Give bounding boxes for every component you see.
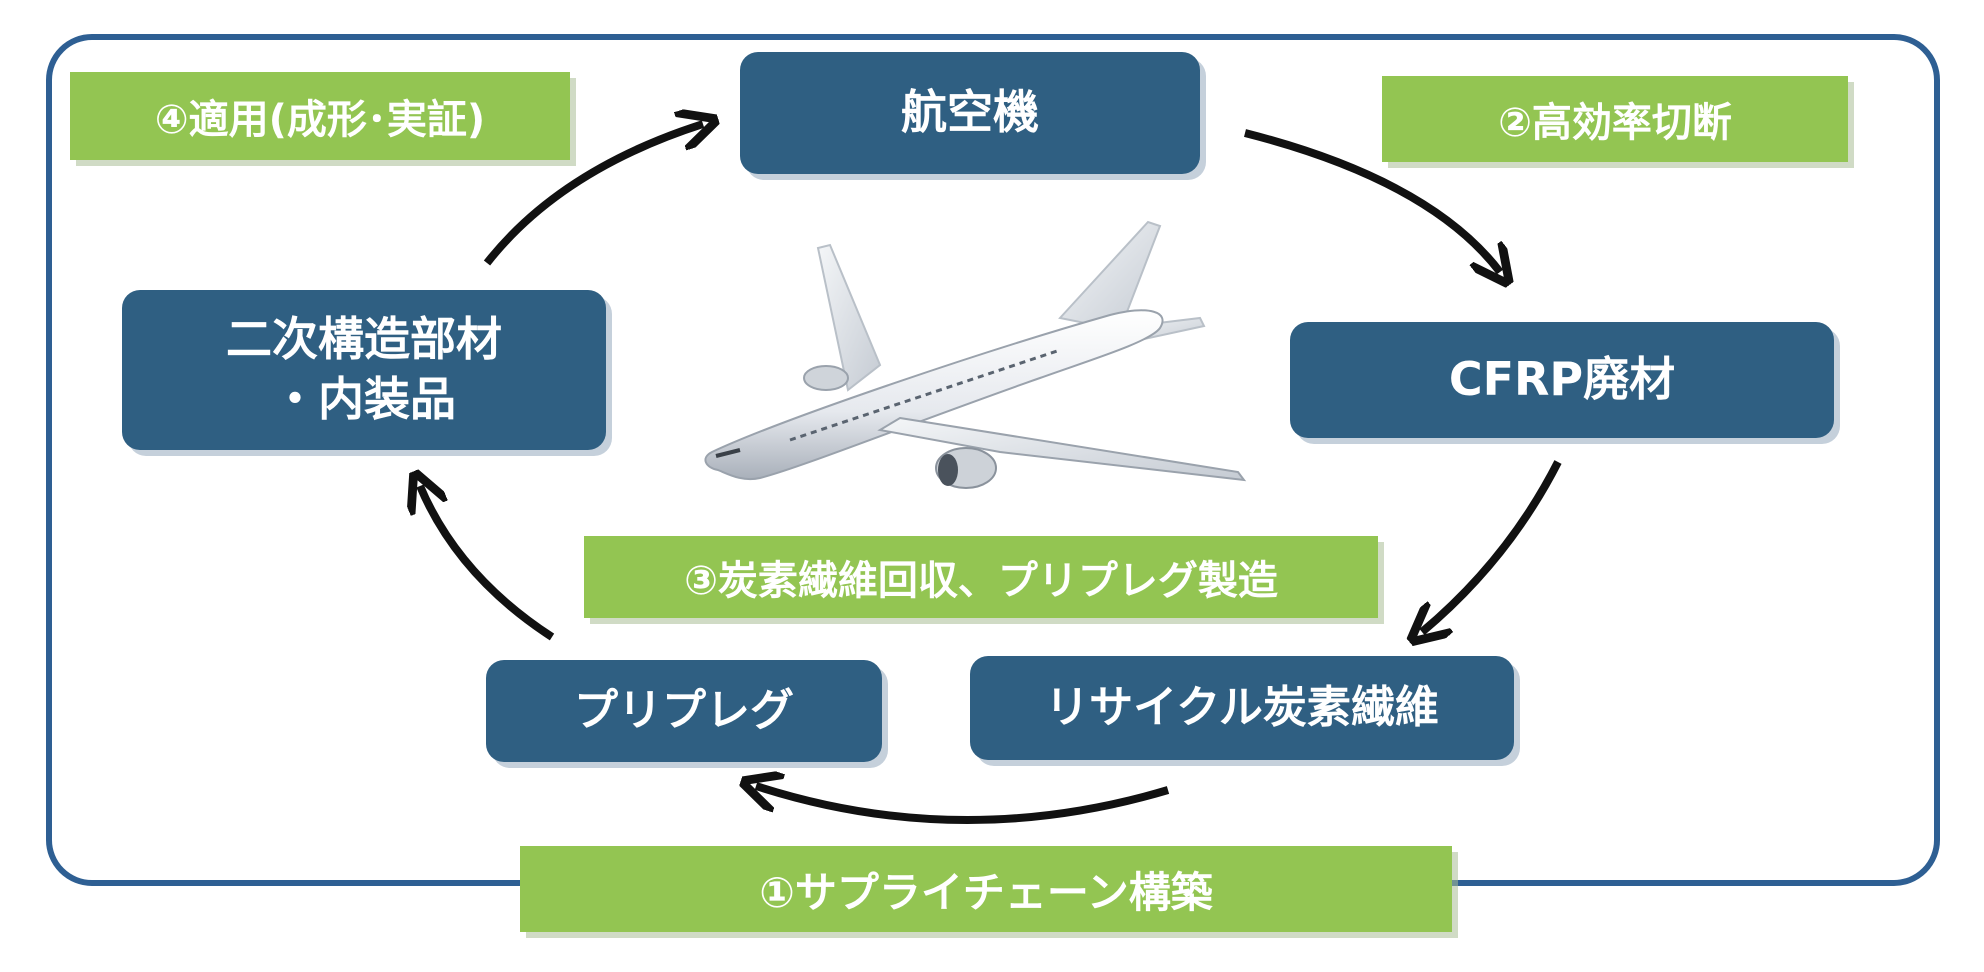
node-recycled-fiber: リサイクル炭素繊維 <box>970 656 1514 760</box>
far-wing <box>816 243 882 392</box>
label-step2-text: ②高効率切断 <box>1498 100 1732 146</box>
near-engine-intake <box>938 454 958 486</box>
node-aircraft: 航空機 <box>740 52 1200 174</box>
node-secondary-parts: 二次構造部材 ・内装品 <box>122 290 606 450</box>
label-step1-text: ①サプライチェーン構築 <box>759 867 1213 917</box>
label-step2: ②高効率切断 <box>1382 76 1848 162</box>
arrow-cfrp-to-recycled <box>1422 460 1562 632</box>
near-wing <box>877 416 1247 482</box>
label-step4-text: ④適用(成形･実証) <box>154 97 486 143</box>
fuselage <box>704 309 1164 480</box>
label-step3: ③炭素繊維回収、プリプレグ製造 <box>584 536 1378 618</box>
arrow-aircraft-to-cfrp <box>1244 129 1500 272</box>
label-step1: ①サプライチェーン構築 <box>520 846 1452 932</box>
label-step3-text: ③炭素繊維回収、プリプレグ製造 <box>684 558 1278 604</box>
node-prepreg: プリプレグ <box>486 660 882 762</box>
node-secondary-parts-line1: 二次構造部材 <box>226 312 502 367</box>
arrow-prepreg-to-parts <box>420 486 555 641</box>
arrow-recycled-to-prepreg <box>756 786 1170 825</box>
far-engine <box>803 365 849 391</box>
node-recycled-fiber-label: リサイクル炭素繊維 <box>1045 682 1439 734</box>
node-cfrp-waste: CFRP廃材 <box>1290 322 1834 438</box>
node-aircraft-label: 航空機 <box>901 85 1039 140</box>
cockpit-window <box>715 448 741 458</box>
node-secondary-parts-line2: ・内装品 <box>272 372 456 426</box>
window-row <box>789 348 1061 442</box>
node-cfrp-waste-label: CFRP廃材 <box>1448 352 1676 407</box>
label-step4: ④適用(成形･実証) <box>70 72 570 160</box>
node-prepreg-label: プリプレグ <box>574 685 794 737</box>
arrow-parts-to-aircraft <box>483 124 703 266</box>
